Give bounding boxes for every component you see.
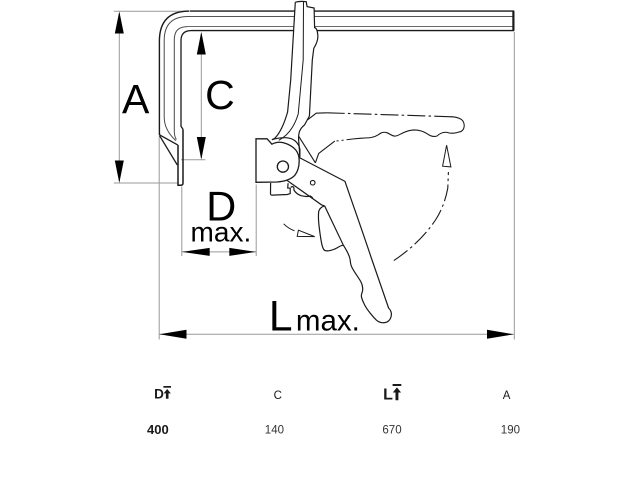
svg-text:L: L (269, 294, 293, 341)
svg-text:D: D (206, 183, 236, 230)
svg-text:C: C (274, 390, 282, 402)
svg-text:max.: max. (191, 217, 252, 248)
svg-text:A: A (503, 390, 511, 402)
svg-text:A: A (122, 76, 150, 122)
svg-text:140: 140 (265, 424, 284, 436)
svg-text:400: 400 (147, 422, 169, 437)
svg-text:C: C (205, 72, 235, 118)
svg-text:D: D (154, 387, 164, 402)
svg-text:670: 670 (382, 424, 401, 436)
svg-text:190: 190 (501, 424, 520, 436)
svg-text:L: L (383, 387, 393, 404)
svg-text:max.: max. (296, 305, 360, 338)
